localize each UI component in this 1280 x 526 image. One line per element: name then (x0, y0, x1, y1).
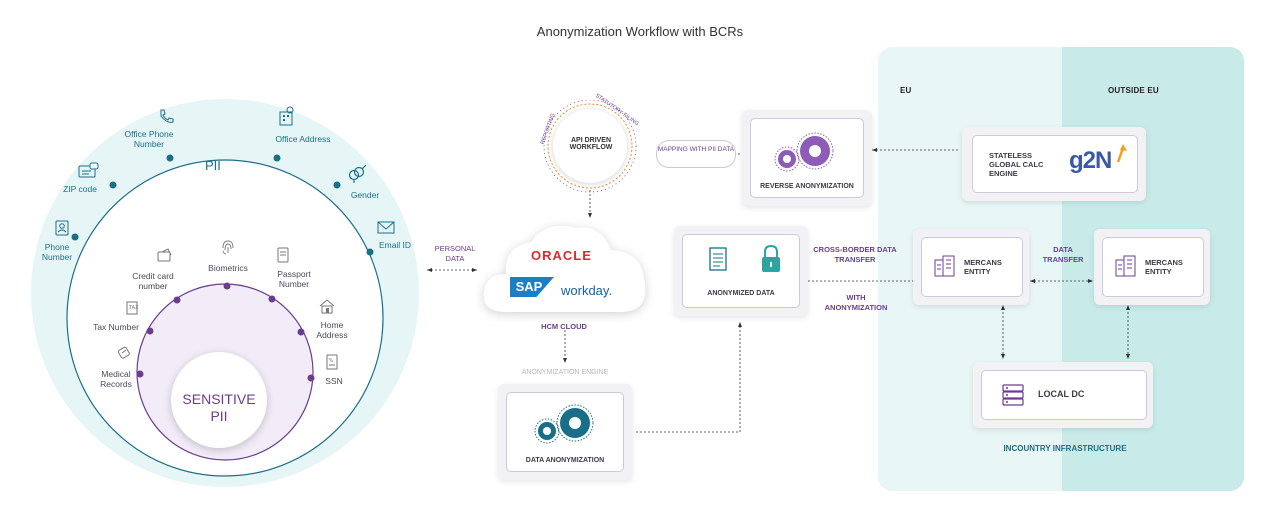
purple-gears-icon (774, 132, 834, 172)
engine-to-anonymized-link (636, 325, 741, 433)
cross-border-label: CROSS-BORDER DATA TRANSFER (813, 245, 897, 264)
pii-email-id: Email ID (378, 240, 412, 250)
mercans-entity-outside-inner: MERCANS ENTITY (1102, 237, 1204, 297)
anonymized-data-inner: ANONYMIZED DATA (682, 234, 800, 308)
pii-office-phone: Office Phone Number (124, 129, 174, 149)
sensitive-tax-number: Tax Number (93, 322, 139, 332)
personal-data-label: PERSONAL DATA (434, 244, 476, 263)
api-workflow-label: API DRIVEN WORKFLOW (569, 137, 613, 151)
teal-gears-icon (534, 404, 594, 444)
incountry-label: INCOUNTRY INFRASTRUCTURE (1003, 444, 1127, 453)
sensitive-core (171, 352, 267, 448)
sensitive-pii-title: SENSITIVE PII (182, 391, 256, 424)
phone-icon (160, 109, 174, 123)
data-anonymization-inner: DATA ANONYMIZATION (506, 392, 624, 472)
oracle-logo: ORACLE (531, 248, 592, 263)
ssn-icon: % (326, 354, 338, 370)
document-icon (709, 247, 727, 271)
email-icon (377, 221, 395, 234)
mapping-label: MAPPING WITH PII DATA (657, 146, 735, 153)
pii-circles (31, 99, 419, 487)
hcm-cloud-label: HCM CLOUD (541, 322, 587, 331)
hcm-cloud-shape (483, 225, 646, 312)
sensitive-ssn: SSN (325, 376, 343, 386)
workday-logo: workday. (561, 283, 613, 298)
sensitive-biometrics: Biometrics (208, 263, 248, 273)
data-anonymization-label: DATA ANONYMIZATION (525, 457, 605, 464)
outside-eu-label: OUTSIDE EU (1108, 86, 1159, 95)
pii-gender: Gender (350, 190, 380, 200)
pii-phone-number: Phone Number (41, 242, 73, 262)
mercans-entity-eu-label: MERCANS ENTITY (964, 258, 1002, 276)
reverse-anonymization-inner: REVERSE ANONYMIZATION (750, 118, 864, 198)
passport-icon (277, 247, 289, 263)
tax-icon: TAX (126, 301, 139, 315)
mercans-building-icon-outside (1115, 255, 1136, 277)
sensitive-home-address: Home Address (316, 320, 348, 340)
stateless-engine-card: STATELESS GLOBAL CALC ENGINE g2N (962, 127, 1146, 201)
with-anonymization-label: WITH ANONYMIZATION (824, 293, 888, 312)
local-dc-card: LOCAL DC (973, 362, 1153, 428)
fingerprint-icon (222, 240, 234, 255)
building-icon (279, 106, 294, 126)
pii-office-address: Office Address (275, 134, 331, 144)
local-dc-inner: LOCAL DC (981, 370, 1147, 420)
credit-card-icon (157, 248, 172, 262)
pii-title: PII (205, 158, 221, 173)
mercans-entity-eu-inner: MERCANS ENTITY (921, 237, 1023, 297)
stateless-engine-label: STATELESS GLOBAL CALC ENGINE (989, 151, 1044, 178)
g2n-arrow-icon (1116, 144, 1127, 163)
mercans-entity-outside-card: MERCANS ENTITY (1094, 229, 1210, 305)
data-anonymization-card: DATA ANONYMIZATION (498, 384, 632, 480)
reverse-anonymization-card: REVERSE ANONYMIZATION (742, 110, 872, 206)
stateless-engine-inner: STATELESS GLOBAL CALC ENGINE g2N (972, 135, 1138, 193)
sensitive-passport: Passport Number (277, 269, 311, 289)
mercans-entity-outside-label: MERCANS ENTITY (1145, 258, 1183, 276)
pii-zip-code: ZIP code (63, 184, 97, 194)
data-transfer-label: DATA TRANSFER (1042, 245, 1084, 264)
gender-icon (348, 164, 367, 183)
reverse-anonymization-label: REVERSE ANONYMIZATION (760, 183, 854, 190)
g2n-logo: g2N (1069, 147, 1112, 174)
contact-card-icon (55, 220, 69, 236)
diagram-title: Anonymization Workflow with BCRs (536, 24, 744, 39)
sensitive-medical-records: Medical Records (100, 369, 132, 389)
mercans-building-icon (934, 255, 955, 277)
anonymization-engine-label: ANONYMIZATION ENGINE (521, 369, 609, 376)
api-workflow-cycle (543, 100, 637, 193)
mercans-entity-eu-card: MERCANS ENTITY (913, 229, 1029, 305)
svg-text:TAX: TAX (128, 305, 139, 311)
local-dc-label: LOCAL DC (1038, 389, 1085, 399)
anonymized-data-label: ANONYMIZED DATA (707, 290, 775, 297)
server-icon (1002, 384, 1024, 406)
medical-icon (117, 346, 130, 359)
sensitive-credit-card: Credit card number (132, 271, 174, 291)
svg-text:%: % (329, 358, 334, 364)
home-icon (319, 299, 335, 314)
eu-label: EU (900, 86, 912, 95)
mapping-pill: MAPPING WITH PII DATA (656, 140, 736, 168)
lock-icon (762, 244, 780, 272)
anonymized-data-card: ANONYMIZED DATA (674, 226, 808, 316)
zip-card-icon (78, 162, 99, 178)
